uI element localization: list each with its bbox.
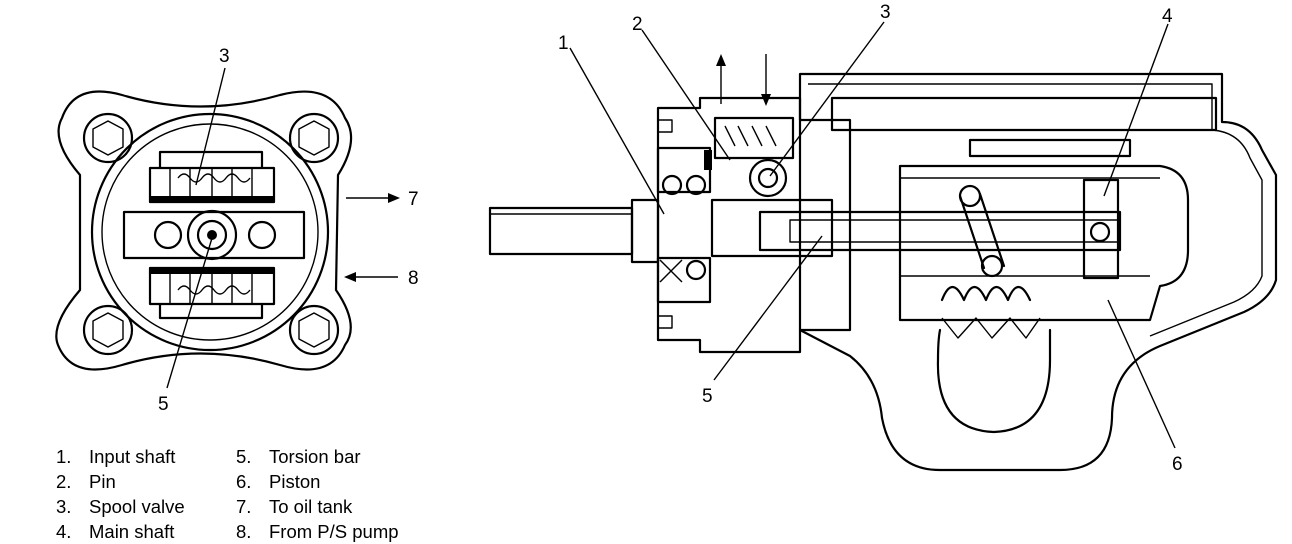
spool-valve-section [713, 116, 795, 198]
input-shaft-end [488, 206, 634, 256]
upper-bearing [656, 146, 712, 196]
legend-item-6: 6. Piston [236, 469, 320, 494]
callout-section-1: 1 [558, 33, 569, 54]
legend-number: 3. [56, 496, 72, 517]
legend-label: Main shaft [89, 521, 175, 542]
legend-number: 8. [236, 521, 252, 542]
legend-label: To oil tank [269, 496, 353, 517]
legend-label: Spool valve [89, 496, 185, 517]
legend-item-3: 3. Spool valve [56, 494, 185, 519]
legend-number: 2. [56, 471, 72, 492]
gear-housing-inner [808, 83, 1263, 337]
leader-piston [1107, 299, 1176, 449]
bolt-head-top-left [82, 112, 134, 164]
callout-front-5: 5 [158, 394, 169, 415]
legend-item-8: 8. From P/S pump [236, 519, 399, 544]
gear-housing [798, 72, 1278, 472]
legend-label: Pin [89, 471, 116, 492]
flow-arrow-up [716, 54, 726, 104]
front-outer-ring [90, 112, 330, 352]
callout-front-3: 3 [219, 46, 230, 67]
callout-section-4: 4 [1162, 6, 1173, 27]
bolt-head-top-right [288, 112, 340, 164]
lower-bearing [656, 256, 712, 304]
torsion-bar-shaft [758, 178, 1122, 280]
leader-main-shaft [1103, 23, 1169, 197]
callout-section-2: 2 [632, 14, 643, 35]
section-view: 1 2 3 4 5 6 [488, 2, 1278, 475]
legend-item-7: 7. To oil tank [236, 494, 352, 519]
front-view: 3 7 8 5 [55, 46, 419, 415]
bolt-head-bottom-left [82, 304, 134, 356]
legend-item-5: 5. Torsion bar [236, 444, 361, 469]
legend-number: 4. [56, 521, 72, 542]
front-center-bar [122, 209, 306, 261]
legend-label: Piston [269, 471, 321, 492]
legend-number: 7. [236, 496, 252, 517]
legend-number: 5. [236, 446, 252, 467]
input-shaft-collar [630, 198, 660, 264]
legend-label: Input shaft [89, 446, 176, 467]
valve-housing [656, 96, 852, 354]
callout-front-7: 7 [408, 189, 419, 210]
arrow-to-oil-tank [346, 193, 400, 203]
flow-arrow-down [761, 54, 771, 106]
front-housing-flange [55, 90, 353, 371]
legend-item-2: 2. Pin [56, 469, 116, 494]
leader-torsion-bar [713, 235, 823, 381]
input-shaft-body [710, 198, 834, 258]
callout-front-8: 8 [408, 268, 419, 289]
ball-return-tube [958, 184, 1006, 278]
piston [898, 164, 1190, 322]
callout-section-5: 5 [702, 386, 713, 407]
front-inner-ring [101, 123, 319, 341]
legend-number: 1. [56, 446, 72, 467]
legend-item-4: 4. Main shaft [56, 519, 174, 544]
arrow-from-pump [344, 272, 398, 282]
legend-item-1: 1. Input shaft [56, 444, 175, 469]
front-spool-valve-lower [148, 266, 276, 320]
bolt-head-bottom-right [288, 304, 340, 356]
legend-number: 6. [236, 471, 252, 492]
leader-front-spool-valve [195, 67, 226, 186]
leader-spool-valve [769, 21, 885, 177]
sector-gear [936, 285, 1052, 434]
callout-section-3: 3 [880, 2, 891, 23]
parts-legend: 1. Input shaft 2. Pin 3. Spool valve 4. Main… [56, 444, 476, 542]
leader-input-shaft [569, 47, 665, 215]
callout-section-6: 6 [1172, 454, 1183, 475]
legend-label: Torsion bar [269, 446, 361, 467]
legend-label: From P/S pump [269, 521, 399, 542]
front-spool-valve-upper [148, 150, 276, 204]
leader-front-torsion-bar [166, 237, 213, 389]
leader-pin [641, 29, 731, 161]
